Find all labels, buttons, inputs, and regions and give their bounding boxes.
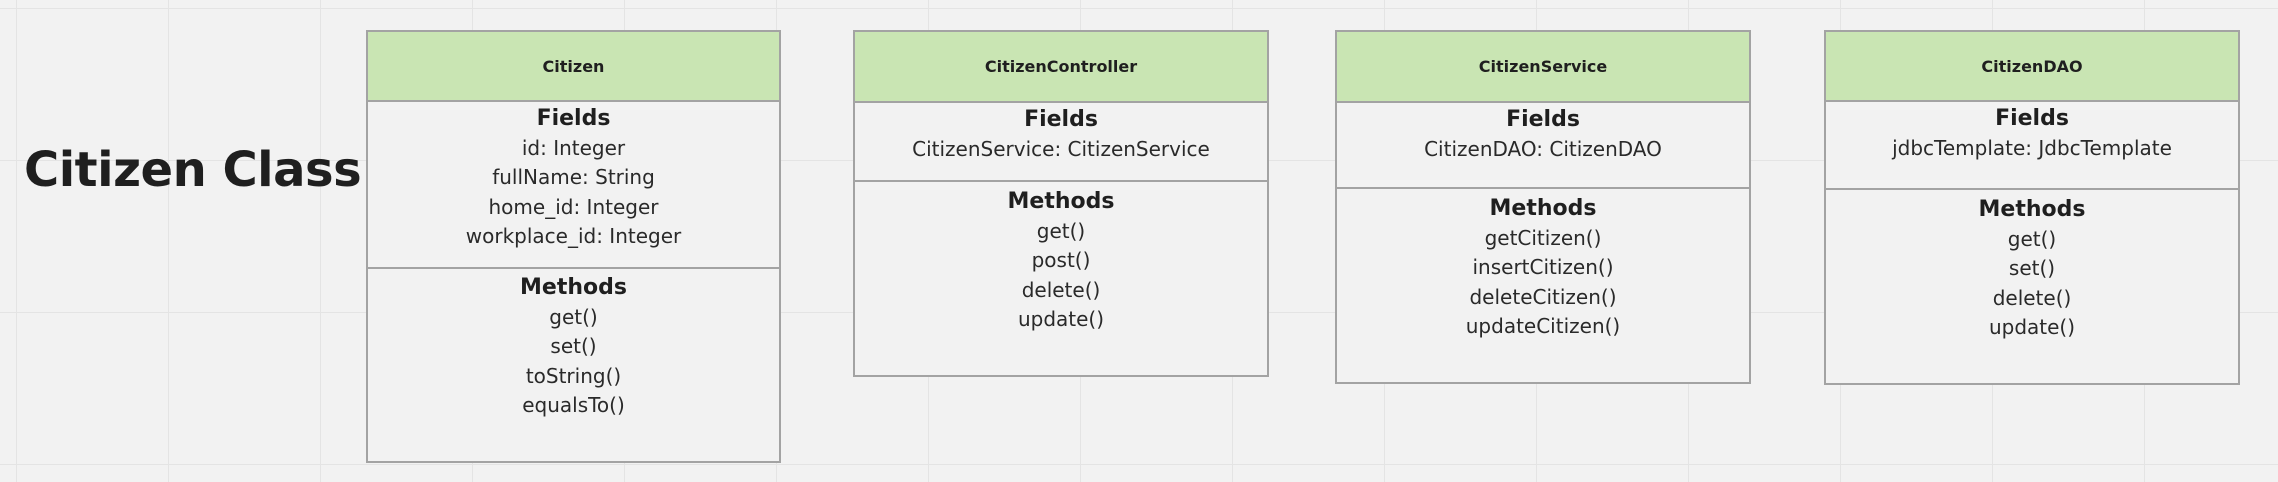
page-title: Citizen Class: [24, 142, 362, 198]
class-box-citizencontroller[interactable]: CitizenController Fields CitizenService:…: [853, 30, 1269, 377]
method-item: delete(): [1021, 277, 1101, 302]
method-item: set(): [550, 334, 597, 358]
method-item: updateCitizen(): [1465, 314, 1621, 338]
methods-heading: Methods: [520, 275, 627, 300]
field-item: fullName: String: [492, 165, 655, 189]
field-item: CitizenService: CitizenService: [912, 136, 1210, 161]
method-item: equalsTo(): [522, 393, 625, 417]
class-box-citizen[interactable]: Citizen Fields id: Integer fullName: Str…: [366, 30, 781, 463]
fields-heading: Fields: [536, 106, 611, 131]
method-item: post(): [1031, 248, 1091, 272]
fields-heading: Fields: [1506, 107, 1580, 132]
methods-section-citizencontroller: Methods get() post() delete() update(): [855, 182, 1267, 335]
fields-section-citizendao: Fields jdbcTemplate: JdbcTemplate: [1826, 102, 2238, 190]
class-name-citizencontroller: CitizenController: [855, 32, 1267, 103]
method-item: update(): [1017, 307, 1105, 331]
class-name-citizenservice: CitizenService: [1337, 32, 1749, 103]
methods-heading: Methods: [1489, 196, 1597, 221]
class-box-citizendao[interactable]: CitizenDAO Fields jdbcTemplate: JdbcTemp…: [1824, 30, 2240, 385]
fields-section-citizen: Fields id: Integer fullName: String home…: [368, 102, 779, 269]
method-item: delete(): [1992, 285, 2072, 310]
methods-section-citizen: Methods get() set() toString() equalsTo(…: [368, 269, 779, 421]
fields-section-citizenservice: Fields CitizenDAO: CitizenDAO: [1337, 103, 1749, 189]
fields-heading: Fields: [1024, 107, 1098, 132]
methods-heading: Methods: [1978, 197, 2086, 222]
method-item: toString(): [525, 363, 622, 388]
methods-section-citizenservice: Methods getCitizen() insertCitizen() del…: [1337, 189, 1749, 342]
method-item: deleteCitizen(): [1469, 284, 1617, 309]
field-item: workplace_id: Integer: [465, 224, 682, 248]
fields-heading: Fields: [1995, 106, 2069, 131]
method-item: get(): [549, 304, 598, 329]
method-item: set(): [2008, 256, 2056, 280]
method-item: get(): [2007, 226, 2057, 251]
class-name-citizen: Citizen: [368, 32, 779, 102]
class-box-citizenservice[interactable]: CitizenService Fields CitizenDAO: Citize…: [1335, 30, 1751, 384]
class-name-citizendao: CitizenDAO: [1826, 32, 2238, 102]
method-item: insertCitizen(): [1472, 255, 1614, 279]
method-item: update(): [1988, 315, 2076, 339]
method-item: get(): [1036, 218, 1086, 243]
methods-heading: Methods: [1007, 189, 1115, 214]
field-item: jdbcTemplate: JdbcTemplate: [1892, 135, 2172, 160]
method-item: getCitizen(): [1484, 225, 1602, 250]
field-item: home_id: Integer: [488, 194, 659, 219]
fields-section-citizencontroller: Fields CitizenService: CitizenService: [855, 103, 1267, 182]
field-item: CitizenDAO: CitizenDAO: [1424, 136, 1662, 161]
field-item: id: Integer: [521, 135, 626, 160]
methods-section-citizendao: Methods get() set() delete() update(): [1826, 190, 2238, 343]
